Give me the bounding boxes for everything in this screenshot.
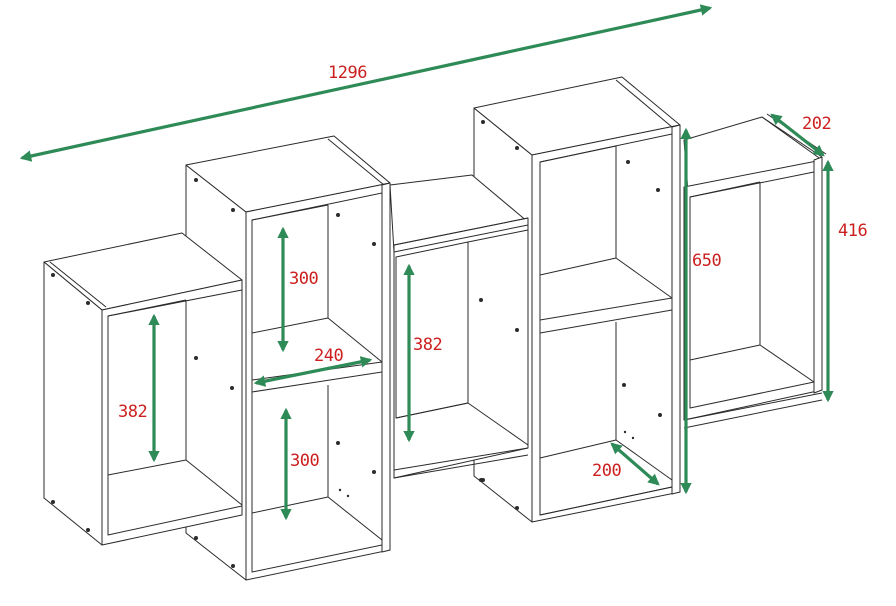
col2-lower-height-label: 300 xyxy=(290,451,319,471)
col2-upper-height-label: 300 xyxy=(289,269,318,289)
col4-depth-arrow xyxy=(610,442,660,486)
left-box xyxy=(43,232,243,546)
left-height-label: 382 xyxy=(118,402,147,422)
right-box xyxy=(683,113,827,429)
right-height-label: 416 xyxy=(838,221,867,241)
col2-width-arrow xyxy=(253,356,373,387)
tall-height-label: 650 xyxy=(692,251,721,271)
middle-box xyxy=(389,174,529,482)
overall-width-label: 1296 xyxy=(328,63,367,83)
right-depth-label: 202 xyxy=(802,114,831,134)
overall-width-arrow xyxy=(19,4,713,162)
col4-depth-label: 200 xyxy=(592,461,621,481)
middle-height-label: 382 xyxy=(413,335,442,355)
right-depth-arrow xyxy=(770,113,825,157)
dimension-arrows xyxy=(19,4,834,521)
dimension-labels: 1296 202 416 650 382 300 240 300 382 200 xyxy=(118,63,868,481)
col2-width-label: 240 xyxy=(314,346,343,366)
